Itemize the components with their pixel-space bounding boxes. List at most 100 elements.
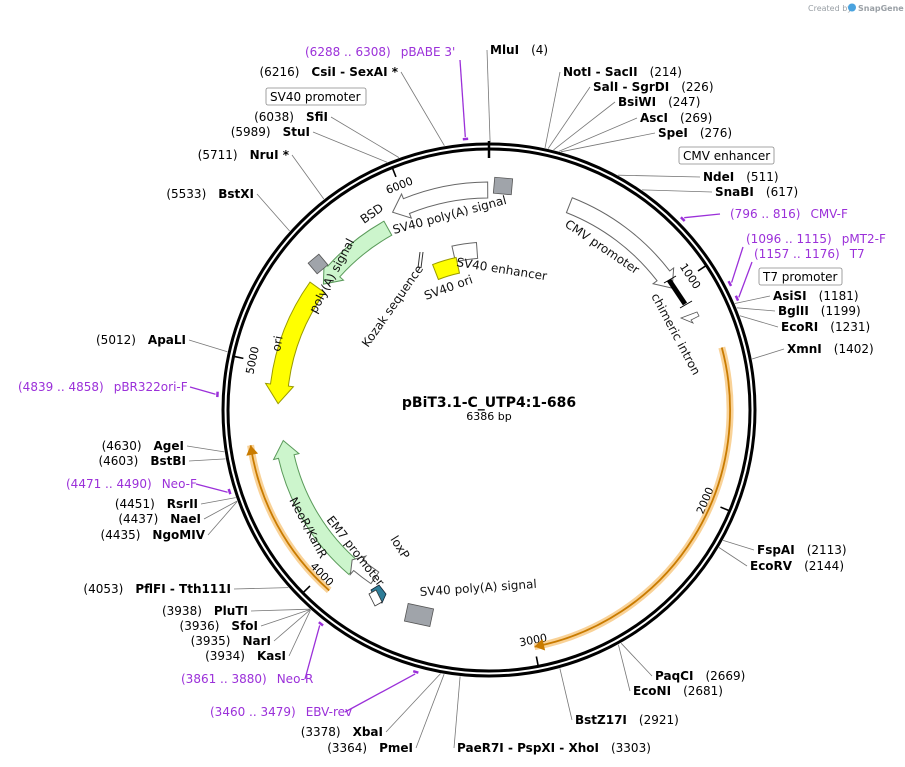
site-name-econi: EcoNI bbox=[633, 684, 671, 698]
site-name-ngomiv: NgoMIV bbox=[152, 528, 205, 542]
site-pos-naei: (4437) bbox=[118, 512, 158, 526]
site-agei: (4630)AgeI bbox=[102, 439, 184, 453]
site-kasi: (3934)KasI bbox=[205, 649, 286, 663]
callout-spei bbox=[560, 132, 656, 153]
site-name-bstxi: BstXI bbox=[218, 187, 254, 201]
callout-sali bbox=[547, 86, 591, 149]
primer-name-ebvrev: EBV-rev bbox=[306, 705, 352, 719]
site-pos-bstz17i: (2921) bbox=[639, 713, 679, 727]
site-pos-asci: (269) bbox=[680, 111, 712, 125]
site-pos-sfii: (6038) bbox=[254, 110, 294, 124]
site-name-kasi: KasI bbox=[257, 649, 286, 663]
callout-ndei bbox=[618, 174, 701, 178]
site-nari: (3935)NarI bbox=[191, 634, 271, 648]
primer-name-neor: Neo-R bbox=[277, 672, 314, 686]
callout-csii bbox=[400, 71, 445, 146]
tick-4000 bbox=[302, 585, 311, 594]
site-name-noti: NotI - SacII bbox=[563, 65, 638, 79]
site-ndei: NdeI (511) bbox=[703, 170, 779, 184]
site-pos-sfoi: (3936) bbox=[180, 619, 220, 633]
site-pos-mlui: (4) bbox=[531, 43, 548, 57]
bsd-arrow bbox=[322, 220, 393, 285]
primer-marks bbox=[189, 59, 753, 713]
kozak-marker bbox=[417, 251, 424, 269]
neo-orf-core bbox=[249, 445, 330, 592]
primer-labels: (6288 .. 6308)pBABE 3'(796 .. 816)CMV-F(… bbox=[18, 45, 886, 719]
chimeric-intron-label: chimeric intron bbox=[648, 291, 703, 378]
site-bglii: BglII(1199) bbox=[778, 304, 861, 318]
site-sali: SalI - SgrDI(226) bbox=[593, 80, 714, 94]
callout-bstxi bbox=[256, 193, 290, 232]
site-pluti: (3938)PluTI bbox=[162, 604, 248, 618]
primer-cmvf: (796 .. 816) CMV-F bbox=[730, 207, 848, 221]
primer-pbabe3: (6288 .. 6308)pBABE 3' bbox=[305, 45, 455, 59]
site-pflfi: (4053)PflFI - Tth111I bbox=[83, 582, 231, 596]
site-pos-bsiwi: (247) bbox=[668, 95, 700, 109]
primer-pos-neor: (3861 .. 3880) bbox=[181, 672, 267, 686]
site-name-paqci: PaqCI bbox=[655, 669, 693, 683]
primer-line-t7 bbox=[738, 261, 753, 298]
primer-pmt2f: (1096 .. 1115)pMT2-F bbox=[746, 232, 886, 246]
callout-sfoi bbox=[260, 609, 311, 627]
credit-brand: SnapGene bbox=[858, 4, 904, 13]
site-paqci: PaqCI(2669) bbox=[655, 669, 745, 683]
callout-asisi bbox=[734, 295, 771, 304]
site-name-spei: SpeI bbox=[658, 126, 688, 140]
primer-neof: (4471 .. 4490)Neo-F bbox=[66, 477, 197, 491]
credit-prefix: Created by bbox=[808, 4, 852, 13]
site-name-stui: StuI bbox=[283, 125, 310, 139]
primer-pbr322: (4839 .. 4858)pBR322ori-F bbox=[18, 380, 188, 394]
primer-pos-t7: (1157 .. 1176) bbox=[754, 247, 840, 261]
site-pos-paer7i: (3303) bbox=[611, 741, 651, 755]
site-name-rsrii: RsrII bbox=[167, 497, 198, 511]
callout-nari bbox=[273, 609, 311, 642]
site-econi: EcoNI(2681) bbox=[633, 684, 723, 698]
site-snabi: SnaBI(617) bbox=[715, 185, 798, 199]
primer-ebvrev: (3460 .. 3479)EBV-rev bbox=[210, 705, 352, 719]
sv40-ori-label: SV40 ori bbox=[422, 272, 474, 302]
t7-promoter-box: T7 promoter bbox=[758, 267, 843, 286]
cmv-enhancer-box: CMV enhancer bbox=[678, 146, 775, 165]
primer-mark-ebvrev bbox=[412, 670, 419, 674]
site-mlui: MluI (4) bbox=[490, 43, 548, 57]
sv40-polya-top-terminator bbox=[492, 176, 514, 196]
primer-pos-cmvf: (796 .. 816) bbox=[730, 207, 800, 221]
callout-stui bbox=[312, 131, 388, 163]
site-pos-stui: (5989) bbox=[231, 125, 271, 139]
callout-sfii bbox=[330, 116, 400, 158]
polya-signal-terminator bbox=[307, 253, 329, 275]
primer-name-t7: T7 bbox=[849, 247, 865, 261]
callout-nrui bbox=[291, 154, 325, 200]
callout-naei bbox=[203, 500, 238, 520]
tick-6000 bbox=[391, 167, 397, 178]
sv40-polya-top-arrow bbox=[391, 181, 489, 219]
callout-ecori bbox=[739, 315, 779, 328]
site-pos-ndei: (511) bbox=[746, 170, 778, 184]
callout-ngomiv bbox=[207, 501, 238, 536]
callout-snabi bbox=[641, 189, 713, 193]
site-bstbi: (4603)BstBI bbox=[98, 454, 186, 468]
site-name-bglii: BglII bbox=[778, 304, 809, 318]
primer-name-cmvf: CMV-F bbox=[810, 207, 848, 221]
site-pos-apali: (5012) bbox=[96, 333, 136, 347]
site-pmei: (3364)PmeI bbox=[327, 741, 413, 755]
site-name-ndei: NdeI bbox=[703, 170, 734, 184]
site-name-pflfi: PflFI - Tth111I bbox=[135, 582, 231, 596]
site-name-bstbi: BstBI bbox=[150, 454, 186, 468]
tick-label-6000: 6000 bbox=[384, 174, 415, 196]
site-noti: NotI - SacII(214) bbox=[563, 65, 682, 79]
restriction-site-labels: MluI (4) NotI - SacII(214)SalI - SgrDI(226… bbox=[83, 43, 873, 755]
callout-paqci bbox=[620, 642, 653, 677]
neo-orf-arrowhead bbox=[246, 445, 259, 456]
site-name-mlui: MluI bbox=[490, 43, 519, 57]
ori-arrow bbox=[264, 281, 326, 405]
site-name-asci: AscI bbox=[640, 111, 668, 125]
site-name-sfoi: SfoI bbox=[231, 619, 258, 633]
site-name-xmni: XmnI bbox=[787, 342, 822, 356]
neor-kanr-arrow bbox=[272, 439, 361, 576]
site-name-snabi: SnaBI bbox=[715, 185, 754, 199]
callout-kasi bbox=[288, 609, 311, 657]
site-name-xbai: XbaI bbox=[353, 725, 383, 739]
site-name-bsiwi: BsiWI bbox=[618, 95, 656, 109]
